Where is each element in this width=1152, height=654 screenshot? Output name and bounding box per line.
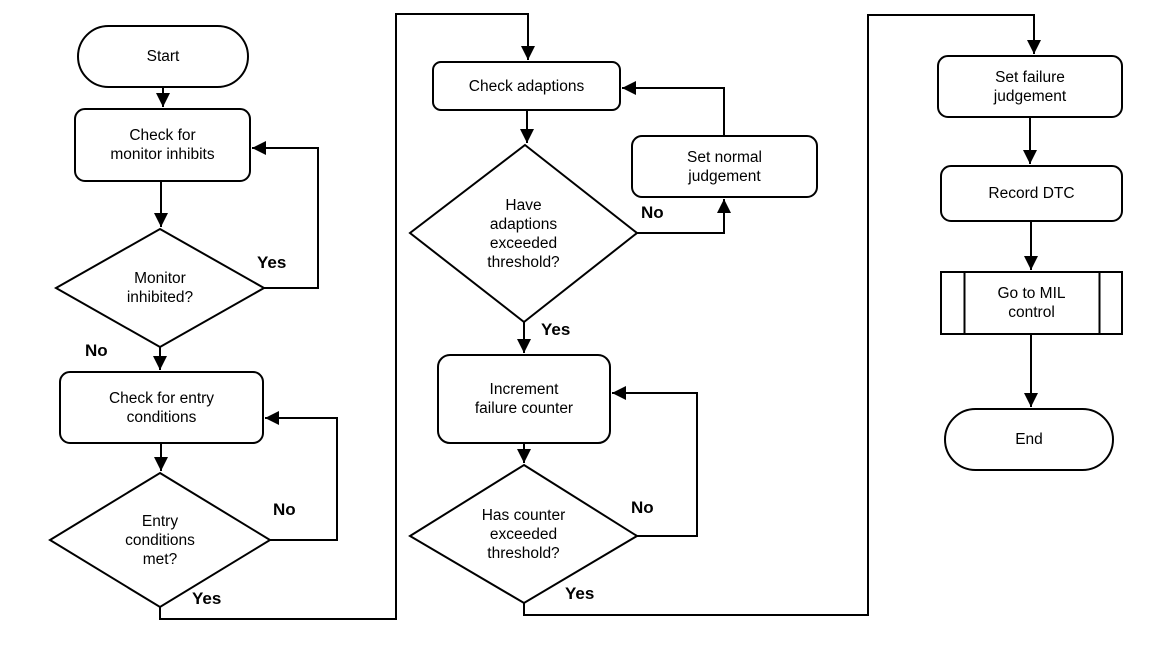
edge-monitor-inhibited-yes-loop — [252, 141, 319, 289]
edge-has-counter-no-loop — [612, 386, 698, 537]
node-end-terminator — [944, 408, 1114, 471]
edge-entry-conditions-no-loop — [265, 411, 338, 541]
node-set-normal-judgement — [631, 135, 818, 198]
node-record-dtc — [940, 165, 1123, 222]
node-has-counter-decision — [408, 463, 639, 605]
node-start-terminator — [77, 25, 249, 88]
edge-have-adaptions-no-to-set-normal-judgement — [637, 199, 731, 234]
node-monitor-inhibited-decision — [53, 227, 267, 349]
node-increment-failure-counter — [437, 354, 611, 444]
edge-set-normal-judgement-to-check-adaptions — [622, 81, 725, 136]
node-have-adaptions-decision — [408, 143, 639, 324]
node-check-adaptions — [432, 61, 621, 111]
node-check-entry-conditions — [59, 371, 264, 444]
edge-entry-conditions-yes-to-check-adaptions — [159, 13, 535, 620]
node-entry-conditions-met-decision — [48, 471, 272, 609]
edge-has-counter-yes-to-set-failure-judgement — [523, 14, 1041, 616]
node-set-failure-judgement — [937, 55, 1123, 118]
node-check-monitor-inhibits — [74, 108, 251, 182]
node-go-to-mil-predefined — [940, 271, 1123, 335]
